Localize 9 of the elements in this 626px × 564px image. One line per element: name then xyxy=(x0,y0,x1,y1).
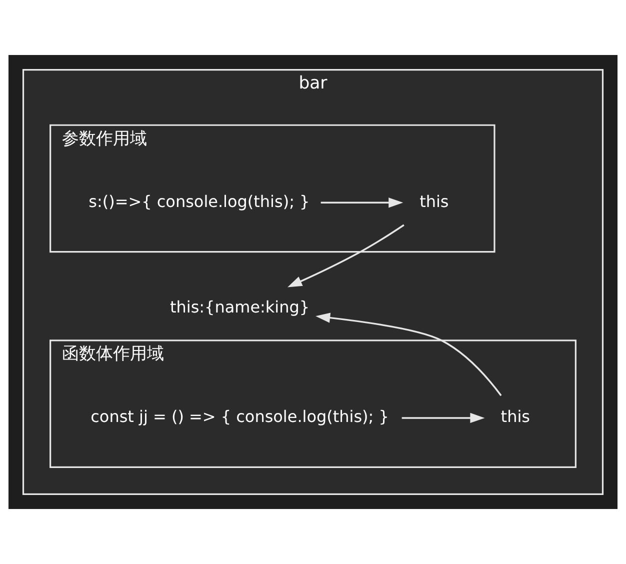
arrow xyxy=(288,224,404,288)
node-text: this xyxy=(420,192,449,211)
node-text: this:{name:king} xyxy=(170,298,310,317)
node-text: s:()=>{ console.log(this); } xyxy=(88,192,310,211)
node-text: this xyxy=(500,407,530,426)
arrow xyxy=(402,412,485,424)
arrow xyxy=(316,312,502,396)
node-text: const jj = () => { console.log(this); } xyxy=(90,407,389,426)
arrow xyxy=(320,198,404,208)
